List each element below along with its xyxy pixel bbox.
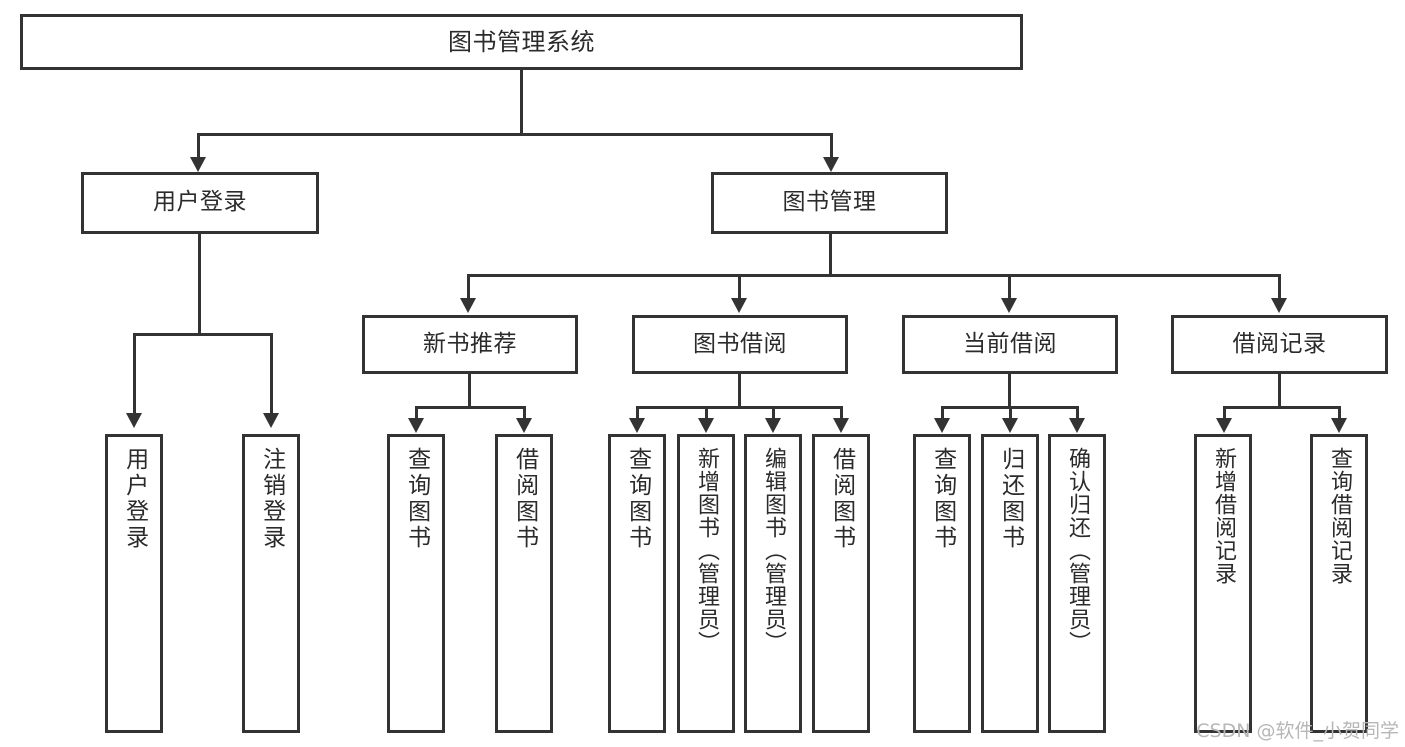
arrow-user-login-to-leaf-2: [263, 413, 279, 428]
connector-bb-to-leaf-2: [705, 406, 708, 420]
connector-cb-to-leaf-3: [1076, 406, 1079, 420]
arrow-bb-to-leaf-2: [698, 418, 714, 433]
node-book-manage[interactable]: 图书管理: [711, 172, 948, 234]
arrow-cb-to-leaf-3: [1069, 418, 1085, 433]
arrow-bb-to-leaf-3: [765, 418, 781, 433]
leaf-query-book-2-label: 查询图书: [624, 447, 651, 551]
leaf-query-record[interactable]: 查询借阅记录: [1310, 434, 1368, 733]
leaf-borrow-book-1[interactable]: 借阅图书: [495, 434, 553, 733]
leaf-return-book-label: 归还图书: [997, 447, 1024, 551]
connector-bm-to-borrow-record: [1278, 274, 1281, 300]
connector-user-login-stem: [198, 234, 201, 335]
connector-book-borrow-bar: [636, 406, 843, 409]
leaf-confirm-return-label: 确认归还（管理员）: [1064, 447, 1090, 654]
arrow-bb-to-leaf-1: [629, 418, 645, 433]
node-new-book-recommend[interactable]: 新书推荐: [362, 315, 578, 374]
arrow-bm-to-new-book: [460, 298, 476, 313]
leaf-query-book-3[interactable]: 查询图书: [913, 434, 971, 733]
arrow-br-to-leaf-2: [1331, 418, 1347, 433]
node-book-borrow-label: 图书借阅: [693, 330, 787, 357]
connector-user-login-bar: [133, 333, 270, 336]
arrow-nb-to-leaf-2: [516, 418, 532, 433]
node-root-book-management-system[interactable]: 图书管理系统: [20, 14, 1023, 70]
connector-book-borrow-stem: [738, 374, 741, 408]
arrow-user-login-to-leaf-1: [126, 413, 142, 428]
arrow-bb-to-leaf-4: [833, 418, 849, 433]
connector-book-manage-stem: [829, 234, 832, 276]
connector-bm-to-current-borrow: [1008, 274, 1011, 300]
csdn-watermark: CSDN @软件_小贺同学: [1196, 720, 1399, 742]
node-new-book-recommend-label: 新书推荐: [423, 330, 517, 357]
connector-bb-to-leaf-3: [772, 406, 775, 420]
arrow-br-to-leaf-1: [1216, 418, 1232, 433]
connector-book-manage-bar: [467, 274, 1280, 277]
arrow-cb-to-leaf-1: [934, 418, 950, 433]
connector-nb-to-leaf-2: [523, 406, 526, 420]
leaf-query-book-1[interactable]: 查询图书: [387, 434, 445, 733]
connector-cb-to-leaf-1: [941, 406, 944, 420]
connector-root-to-user-login: [197, 133, 200, 160]
leaf-user-login[interactable]: 用户登录: [105, 434, 163, 733]
node-book-manage-label: 图书管理: [782, 189, 877, 216]
node-current-borrow[interactable]: 当前借阅: [902, 315, 1118, 374]
connector-nb-to-leaf-1: [415, 406, 418, 420]
leaf-borrow-book-1-label: 借阅图书: [511, 447, 538, 551]
leaf-borrow-book-2-label: 借阅图书: [828, 447, 855, 551]
leaf-add-book[interactable]: 新增图书（管理员）: [677, 434, 735, 733]
arrow-bm-to-borrow-record: [1271, 298, 1287, 313]
leaf-borrow-book-2[interactable]: 借阅图书: [812, 434, 870, 733]
leaf-query-book-3-label: 查询图书: [929, 447, 956, 551]
connector-br-to-leaf-1: [1223, 406, 1226, 420]
connector-root-bar: [197, 133, 833, 136]
connector-user-login-to-leaf-2: [270, 333, 273, 415]
leaf-add-record-label: 新增借阅记录: [1210, 447, 1236, 585]
connector-borrow-record-stem: [1278, 374, 1281, 408]
arrow-cb-to-leaf-2: [1002, 418, 1018, 433]
leaf-edit-book-label: 编辑图书（管理员）: [760, 447, 786, 654]
arrow-bm-to-book-borrow: [731, 298, 747, 313]
connector-current-borrow-stem: [1008, 374, 1011, 408]
connector-bb-to-leaf-4: [840, 406, 843, 420]
node-borrow-record-label: 借阅记录: [1232, 330, 1327, 357]
arrow-root-to-book-manage: [823, 157, 839, 172]
connector-new-book-bar: [415, 406, 526, 409]
connector-borrow-record-bar: [1223, 406, 1340, 409]
leaf-edit-book[interactable]: 编辑图书（管理员）: [744, 434, 802, 733]
connector-br-to-leaf-2: [1338, 406, 1341, 420]
leaf-query-book-1-label: 查询图书: [403, 447, 430, 551]
connector-root-to-book-manage: [830, 133, 833, 160]
arrow-bm-to-current-borrow: [1001, 298, 1017, 313]
leaf-user-logout[interactable]: 注销登录: [242, 434, 300, 733]
leaf-user-login-label: 用户登录: [121, 447, 148, 551]
node-current-borrow-label: 当前借阅: [963, 330, 1057, 357]
connector-cb-to-leaf-2: [1009, 406, 1012, 420]
connector-root-stem: [520, 70, 523, 135]
leaf-confirm-return[interactable]: 确认归还（管理员）: [1048, 434, 1106, 733]
arrow-root-to-user-login: [190, 157, 206, 172]
node-book-borrow[interactable]: 图书借阅: [632, 315, 848, 374]
connector-bm-to-book-borrow: [738, 274, 741, 300]
leaf-add-record[interactable]: 新增借阅记录: [1194, 434, 1252, 733]
leaf-query-record-label: 查询借阅记录: [1326, 447, 1352, 585]
leaf-query-book-2[interactable]: 查询图书: [608, 434, 666, 733]
connector-bm-to-new-book: [467, 274, 470, 300]
arrow-nb-to-leaf-1: [408, 418, 424, 433]
leaf-user-logout-label: 注销登录: [258, 447, 285, 551]
node-user-login-label: 用户登录: [153, 189, 247, 216]
node-borrow-record[interactable]: 借阅记录: [1171, 315, 1388, 374]
node-user-login[interactable]: 用户登录: [81, 172, 319, 234]
leaf-return-book[interactable]: 归还图书: [981, 434, 1039, 733]
connector-user-login-to-leaf-1: [133, 333, 136, 415]
connector-bb-to-leaf-1: [636, 406, 639, 420]
node-root-label: 图书管理系统: [448, 27, 595, 56]
connector-new-book-stem: [468, 374, 471, 408]
leaf-add-book-label: 新增图书（管理员）: [693, 447, 719, 654]
